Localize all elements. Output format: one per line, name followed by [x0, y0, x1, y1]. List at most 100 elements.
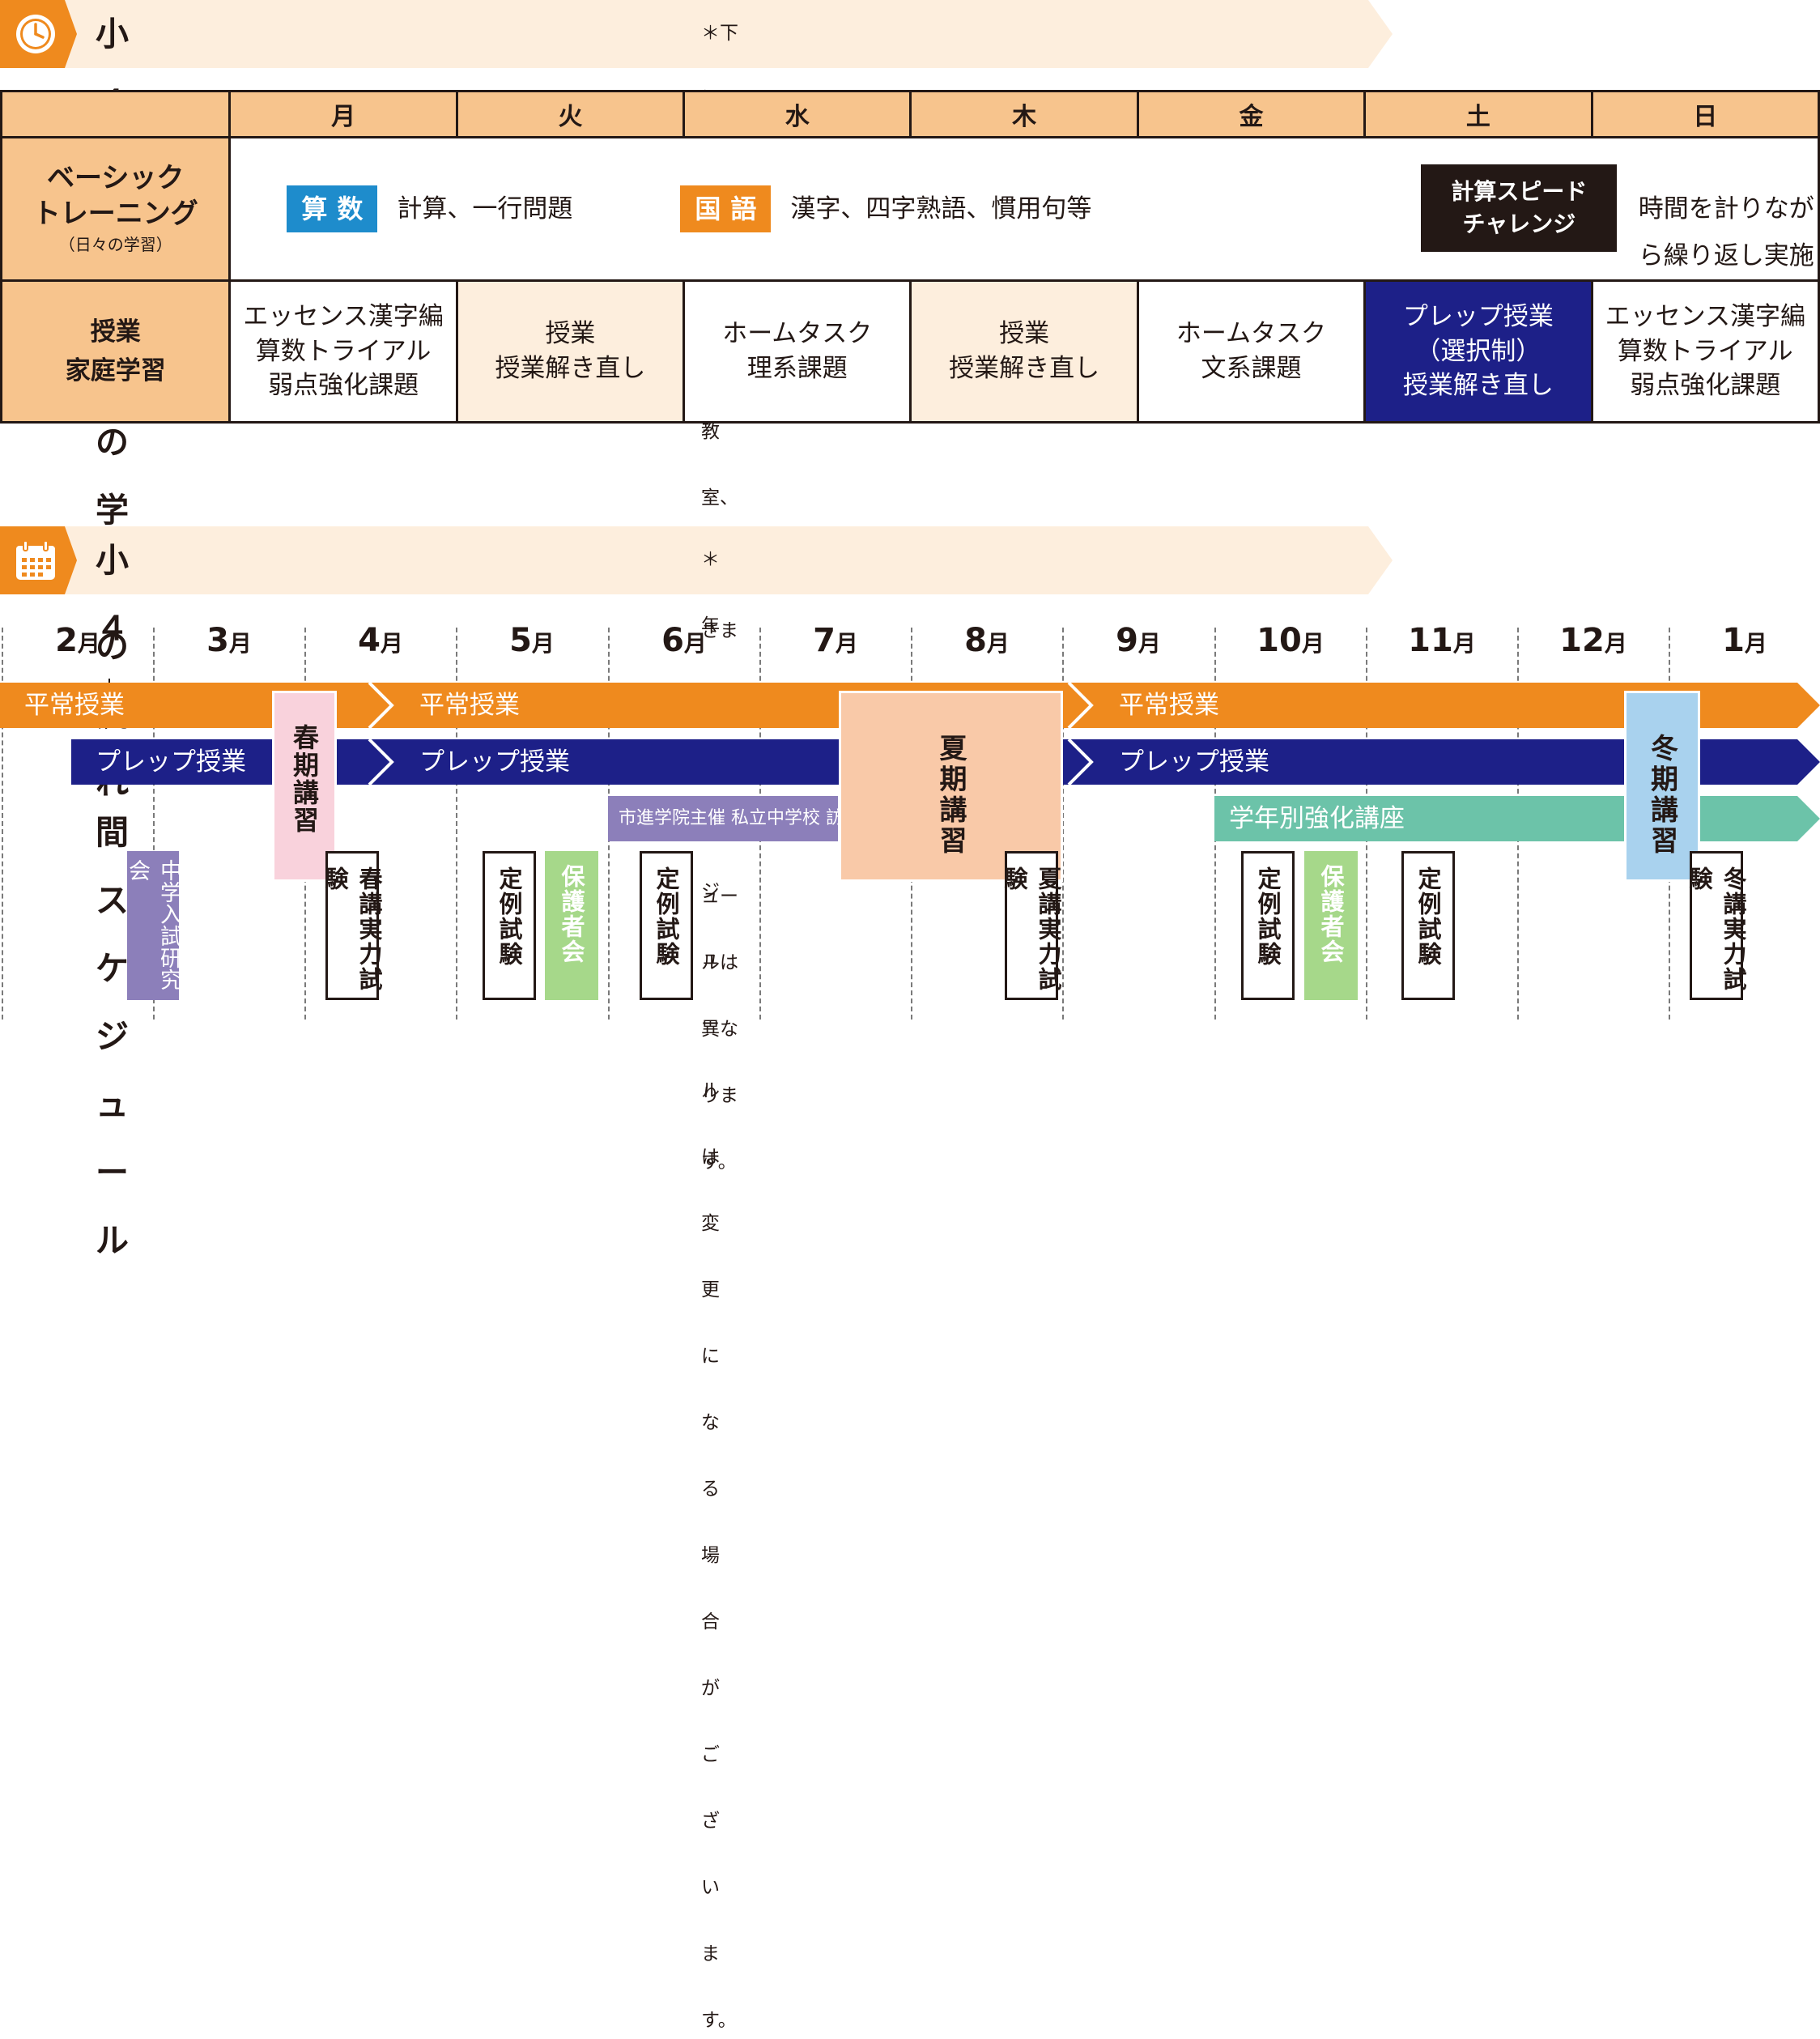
cell-line: 算数トライアル — [255, 336, 432, 366]
yearly-title-grade: 小４ — [96, 541, 132, 648]
cell-line: （選択制） — [1415, 336, 1541, 366]
cell-line: 授業解き直し — [1402, 371, 1554, 401]
parents-meeting-event: 保護者会 — [1304, 851, 1358, 1000]
chevron-icon — [368, 681, 394, 730]
day-cell-sat: プレップ授業 （選択制） 授業解き直し — [1363, 279, 1593, 424]
spring-test-event: 春講実力試験 — [321, 851, 383, 1000]
regular-test-event: 定例試験 — [483, 851, 536, 1000]
japanese-text: 漢字、四字熟語、慣用句等 — [790, 194, 1092, 223]
month-divider — [153, 628, 155, 1020]
month-label: 11月 — [1408, 622, 1476, 659]
day-cell-thu: 授業授業解き直し — [909, 279, 1139, 424]
cell-line: 文系課題 — [1201, 354, 1302, 383]
month-label: 9月 — [1116, 622, 1161, 659]
month-divider — [456, 628, 457, 1020]
cell-line: 理系課題 — [746, 354, 848, 383]
banner-background — [0, 0, 1393, 68]
calendar-icon — [16, 540, 55, 580]
summer-course-block: 夏期講習 — [839, 691, 1063, 882]
prep-class-label: プレップ授業 — [419, 747, 570, 777]
month-label: 10月 — [1257, 622, 1325, 659]
month-divider — [2, 628, 3, 1020]
winter-test-event: 冬講実力試験 — [1686, 851, 1747, 1000]
month-label: 5月 — [509, 622, 555, 659]
clock-icon — [16, 15, 55, 53]
banner-icon-tab — [0, 0, 77, 68]
month-label: 6月 — [661, 622, 707, 659]
japanese-tag: 国語 — [680, 185, 772, 232]
class-label: 授業 家庭学習 — [0, 279, 232, 424]
day-header: 木 — [909, 90, 1139, 138]
speed-line1: 計算スピード — [1451, 178, 1588, 205]
corner-cell — [0, 90, 232, 138]
spring-course-block: 春期講習 — [272, 691, 337, 882]
school-fair-bar — [608, 796, 838, 841]
banner-icon-tab — [0, 526, 77, 594]
day-cell-mon: エッセンス漢字編算数トライアル弱点強化課題 — [228, 279, 458, 424]
chevron-icon — [368, 738, 394, 786]
day-header: 土 — [1363, 90, 1593, 138]
weekly-table: 月 火 水 木 金 土 日 ベーシック トレーニング （日々の学習） 算数 計算… — [0, 90, 1820, 424]
cell-line: 授業解き直し — [949, 354, 1100, 383]
month-label: 12月 — [1559, 622, 1627, 659]
basic-label-line2: トレーニング — [32, 198, 198, 230]
basic-training-content: 算数 計算、一行問題 国語 漢字、四字熟語、慣用句等 計算スピード チャレンジ … — [228, 136, 1820, 282]
regular-test-event: 定例試験 — [640, 851, 693, 1000]
summer-test-event: 夏講実力試験 — [1001, 851, 1062, 1000]
cell-line: 授業 — [545, 319, 596, 349]
month-label: 7月 — [813, 622, 858, 659]
cell-line: プレップ授業 — [1402, 301, 1554, 331]
cell-line: エッセンス漢字編 — [1605, 301, 1805, 331]
banner-background — [0, 526, 1393, 594]
prep-class-label: プレップ授業 — [1119, 747, 1269, 777]
cell-line: 弱点強化課題 — [1630, 371, 1781, 401]
school-fair-label: 市進学院主催 私立中学校 訪問会 — [619, 808, 879, 828]
month-divider — [1062, 628, 1064, 1020]
class-row: 授業 家庭学習 エッセンス漢字編算数トライアル弱点強化課題 授業授業解き直し ホ… — [0, 279, 1820, 424]
speed-line2: チャレンジ — [1462, 211, 1576, 237]
class-label-line2: 家庭学習 — [65, 356, 166, 385]
day-header: 火 — [455, 90, 686, 138]
regular-class-label: 平常授業 — [419, 691, 520, 720]
basic-training-label: ベーシック トレーニング （日々の学習） — [0, 136, 232, 282]
day-header: 金 — [1136, 90, 1367, 138]
cell-line: 弱点強化課題 — [268, 371, 419, 401]
chevron-icon — [1067, 738, 1094, 786]
parents-meeting-event: 保護者会 — [545, 851, 598, 1000]
speed-challenge-box: 計算スピード チャレンジ — [1421, 164, 1618, 252]
basic-label-line1: ベーシック — [47, 161, 185, 194]
cell-line: 算数トライアル — [1617, 336, 1793, 366]
cell-line: ホームタスク — [722, 319, 873, 349]
speed-text: 時間を計りながら繰り返し実施 — [1638, 194, 1814, 270]
day-cell-fri: ホームタスク文系課題 — [1136, 279, 1367, 424]
month-label: 4月 — [358, 622, 403, 659]
math-text: 計算、一行問題 — [397, 194, 573, 223]
regular-class-label: 平常授業 — [1119, 691, 1219, 720]
day-cell-sun: エッセンス漢字編算数トライアル弱点強化課題 — [1590, 279, 1820, 424]
grade-course-label: 学年別強化講座 — [1229, 804, 1405, 833]
basic-label-sub: （日々の学習） — [58, 235, 172, 255]
cell-line: ホームタスク — [1176, 319, 1326, 349]
day-header: 月 — [228, 90, 458, 138]
regular-test-event: 定例試験 — [1401, 851, 1455, 1000]
weekday-header-row: 月 火 水 木 金 土 日 — [0, 90, 1820, 138]
cell-line: 授業解き直し — [495, 354, 646, 383]
winter-course-block: 冬期講習 — [1624, 691, 1700, 882]
prep-class-label: プレップ授業 — [96, 747, 246, 777]
regular-test-event: 定例試験 — [1241, 851, 1295, 1000]
month-label: 2月 — [55, 622, 100, 659]
basic-training-row: ベーシック トレーニング （日々の学習） 算数 計算、一行問題 国語 漢字、四字… — [0, 136, 1820, 282]
entrance-study-event: 中学入試研究会 — [125, 851, 181, 1000]
cell-line: 授業 — [999, 319, 1050, 349]
month-label: 3月 — [206, 622, 252, 659]
month-label: 1月 — [1722, 622, 1767, 659]
month-label: 8月 — [964, 622, 1010, 659]
day-header: 日 — [1590, 90, 1820, 138]
class-label-line1: 授業 — [90, 317, 141, 347]
math-tag: 算数 — [287, 185, 378, 232]
day-cell-tue: 授業授業解き直し — [455, 279, 686, 424]
day-header: 水 — [682, 90, 912, 138]
chevron-icon — [1067, 681, 1094, 730]
cell-line: エッセンス漢字編 — [243, 301, 444, 331]
day-cell-wed: ホームタスク理系課題 — [682, 279, 912, 424]
